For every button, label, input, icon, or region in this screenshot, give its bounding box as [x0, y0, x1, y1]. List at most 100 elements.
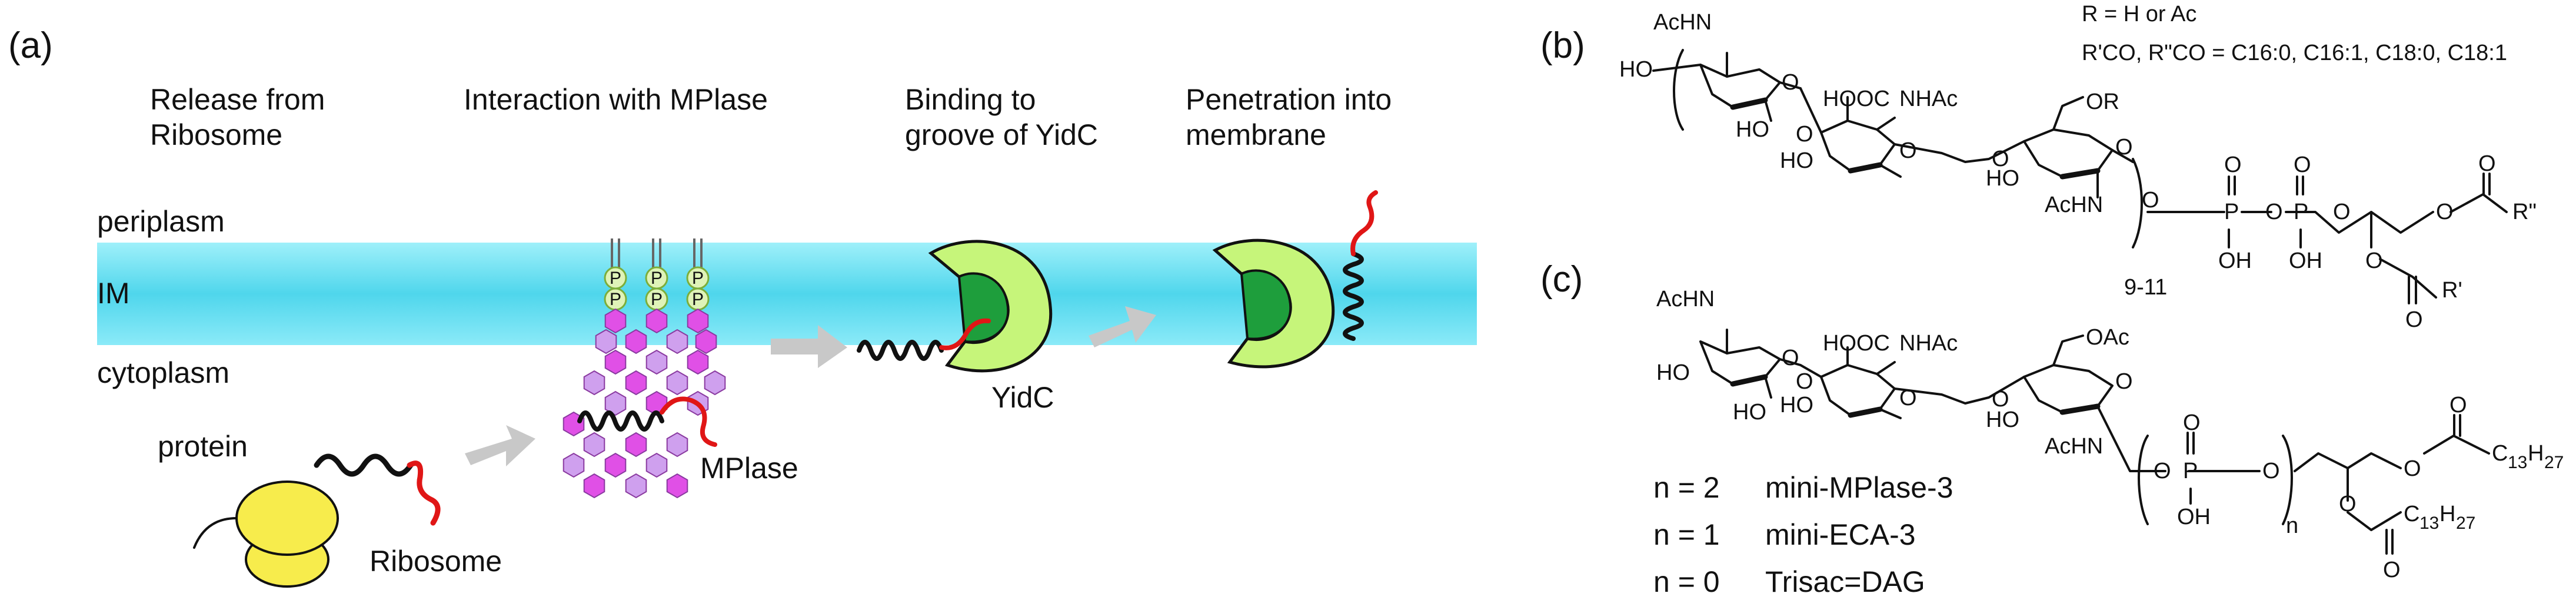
b-o-c1: O: [2478, 151, 2496, 176]
sugar-hexagon: [604, 308, 627, 334]
sugar-hexagon: [645, 349, 668, 375]
yidc-label: YidC: [991, 381, 1054, 414]
arrow-1: [465, 425, 535, 466]
periplasm-label: periplasm: [97, 205, 225, 238]
b-ho4: HO: [1986, 166, 2019, 191]
variant-n: n = 1: [1653, 518, 1720, 551]
sugar-hexagon: [645, 308, 668, 334]
acyl-chain-1: C 13 H 27: [2492, 441, 2564, 472]
panel-b: (b) R = H or Ac R'CO, R"CO = C16:0, C16:…: [1540, 2, 2537, 332]
b-o-dbl2: O: [2294, 153, 2311, 177]
b-o-p1: O: [2265, 200, 2283, 224]
sugar-hexagon: [666, 473, 688, 499]
b-o-link3: O: [2142, 188, 2159, 213]
paren-c-open: [2138, 435, 2149, 525]
paren-close: [2132, 158, 2143, 248]
c-achn: AcHN: [1656, 287, 1715, 312]
c-ho2: HO: [1733, 400, 1766, 425]
sugar-hexagon: [666, 432, 688, 458]
variant-name: mini-ECA-3: [1765, 518, 1916, 551]
c-ho3: HO: [1780, 393, 1813, 417]
ring-b2-front: [1848, 162, 1883, 174]
step-binding-line2: groove of YidC: [905, 118, 1098, 151]
c-achn2: AcHN: [2045, 434, 2103, 459]
b-achn2: AcHN: [2045, 193, 2103, 217]
ring-c3: [2023, 364, 2114, 413]
cytoplasm-label: cytoplasm: [97, 356, 229, 389]
c-oac: OAc: [2086, 325, 2129, 350]
r-definition: R = H or Ac: [2082, 2, 2196, 26]
phosphate-p: P: [692, 269, 704, 288]
sugar-hexagon: [704, 370, 726, 396]
b-r2: R": [2512, 200, 2537, 224]
b-oh1: OH: [2218, 248, 2252, 273]
bonds-c: [1726, 329, 2490, 555]
protein-label: protein: [158, 430, 248, 463]
ribosome: [193, 481, 339, 588]
phosphate-p: P: [610, 269, 621, 288]
c-oh: OH: [2177, 505, 2211, 529]
b-ho1: HO: [1619, 57, 1653, 82]
phosphate-p: P: [610, 290, 621, 309]
variant-name: Trisac=DAG: [1765, 565, 1925, 598]
c-o-c1: O: [2449, 393, 2467, 417]
sugar-hexagon: [666, 370, 688, 396]
paren-c-close: [2282, 435, 2293, 525]
b-oh2: OH: [2289, 248, 2322, 273]
step-penetration-line1: Penetration into: [1186, 83, 1392, 116]
b-ho3: HO: [1780, 148, 1813, 173]
signal-sequence: [407, 460, 441, 526]
c-o-p2: O: [2262, 459, 2280, 483]
ring-b3: [2023, 128, 2114, 178]
b-o-c2: O: [2405, 307, 2423, 332]
variant-n: n = 2: [1653, 471, 1720, 504]
c-ho4: HO: [1986, 407, 2019, 432]
helix-at-yidc: [857, 340, 944, 361]
b-o-gly2: O: [2365, 248, 2383, 273]
panel-a: (a) Release from Ribosome Interaction wi…: [8, 25, 1477, 588]
b-or: OR: [2086, 90, 2119, 114]
yidc-groove-2: [1240, 269, 1292, 340]
mplase-label: MPlase: [700, 452, 798, 485]
ring-c2-front: [1848, 406, 1883, 418]
c-nhac: NHAc: [1899, 331, 1958, 356]
b-r1: R': [2442, 278, 2462, 303]
chain1-c: C: [2492, 441, 2508, 466]
helix-in-mplase: [577, 410, 664, 432]
mrna-strand: [193, 517, 238, 549]
c-o-link1: O: [1796, 369, 1813, 394]
arrow-3: [1089, 306, 1156, 347]
signal-at-yidc: [939, 318, 991, 350]
chain1-sub2: 27: [2544, 453, 2564, 472]
c-o-p1: O: [2154, 459, 2171, 483]
mplase-complex: P P P P P P MPlase: [563, 238, 798, 499]
b-o-dbl1: O: [2224, 153, 2242, 177]
phosphate-p: P: [651, 290, 663, 309]
variant-list: n = 2 mini-MPlase-3 n = 1 mini-ECA-3 n =…: [1653, 471, 1953, 598]
sugar-hexagon: [625, 370, 647, 396]
sugar-hexagons: [563, 308, 726, 499]
step-interaction: Interaction with MPlase: [464, 83, 768, 116]
lipid-tails: [611, 238, 703, 268]
chain2-h: H: [2439, 502, 2455, 526]
sugar-hexagon: [604, 349, 627, 375]
variant-n: n = 0: [1653, 565, 1720, 598]
yidc-binding: YidC: [857, 240, 1054, 414]
c-o-link2: O: [1992, 387, 2009, 412]
inserted-helix: [1343, 251, 1364, 341]
sugar-hexagon: [695, 329, 717, 354]
chain2-c: C: [2404, 502, 2419, 526]
acyl-definition: R'CO, R"CO = C16:0, C16:1, C18:0, C18:1: [2082, 41, 2507, 65]
ring-b3-front: [2059, 168, 2101, 180]
im-label: IM: [97, 277, 130, 310]
inserted-signal: [1350, 190, 1378, 256]
c-o-gly1: O: [2404, 456, 2421, 481]
sugar-hexagon: [666, 329, 688, 354]
panel-b-label: (b): [1540, 25, 1585, 66]
sugar-hexagon: [595, 329, 617, 354]
c-hooc: HOOC: [1823, 331, 1890, 356]
chain2-sub1: 13: [2419, 513, 2439, 533]
sugar-hexagon: [563, 452, 585, 478]
chain1-sub1: 13: [2508, 453, 2527, 472]
ribosome-large-subunit: [235, 481, 339, 556]
